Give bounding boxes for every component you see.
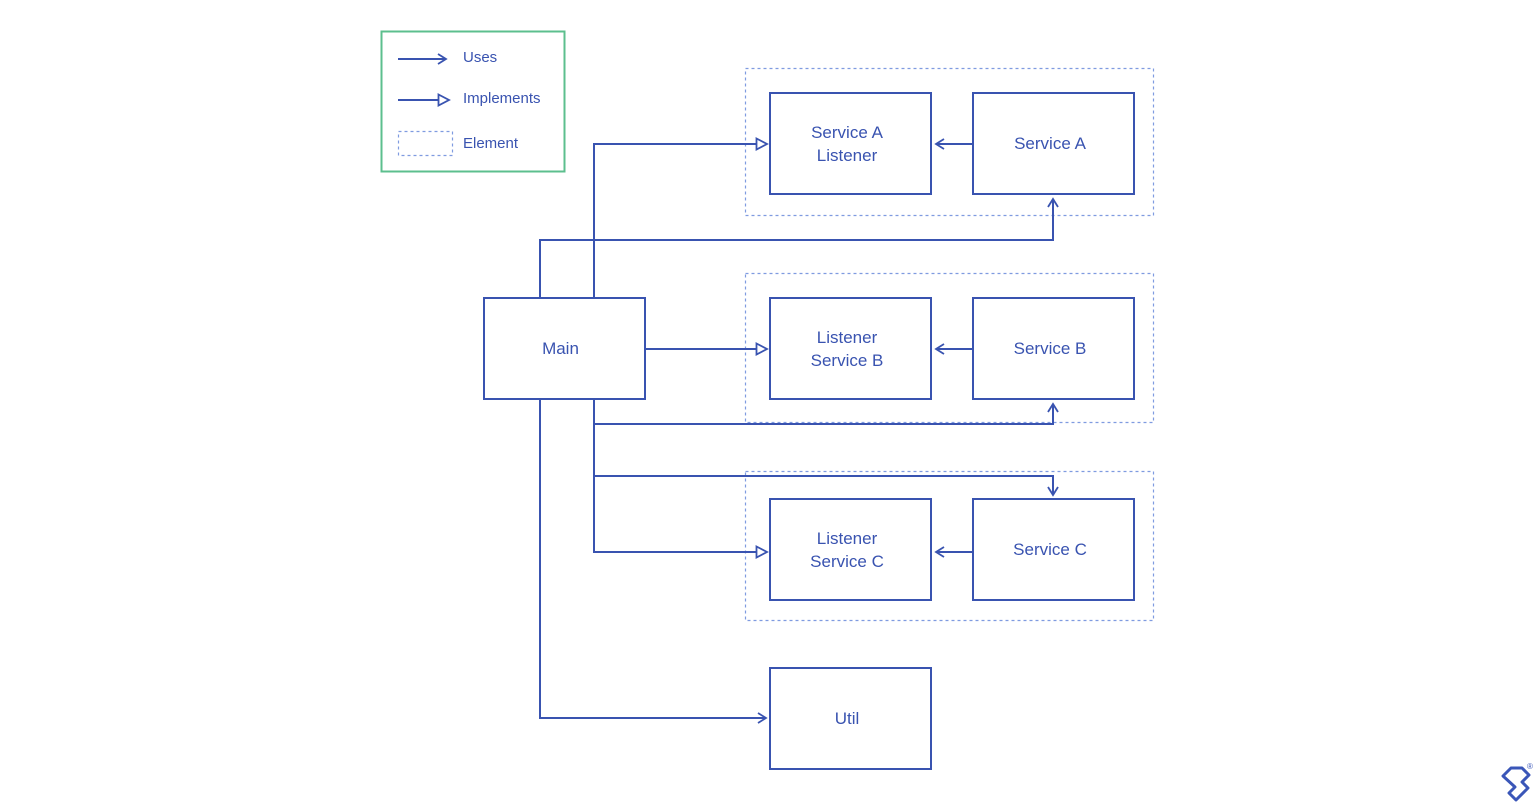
node-main-box: [483, 297, 646, 400]
node-main-label: Main: [542, 339, 579, 358]
node-service-b-label: Service B: [1013, 339, 1087, 358]
legend-element-swatch: [397, 130, 454, 157]
node-service-b-box: [972, 297, 1135, 400]
element-group-a: [744, 67, 1155, 217]
node-service-a-listener-label: Service A Listener: [811, 122, 883, 165]
node-util-box: [769, 667, 932, 770]
edge-main-uses-util: [539, 399, 768, 724]
node-service-c-label: Service C: [1013, 540, 1087, 559]
edge-main-uses-service-b: [593, 399, 1059, 425]
legend-uses-label: Uses: [463, 49, 498, 66]
logo-registered-mark: ®: [1527, 762, 1533, 771]
node-util-label: Util: [834, 709, 860, 728]
node-service-a-listener-box: [769, 92, 932, 195]
node-service-a-label: Service A: [1014, 134, 1086, 153]
edge-main-uses-service-a: [539, 197, 1059, 298]
edge-main-uses-service-c: [593, 424, 1059, 497]
element-group-c: [744, 470, 1155, 622]
legend-element-label: Element: [463, 135, 519, 152]
node-listener-service-b-box: [769, 297, 932, 400]
node-listener-service-b-label: Listener Service B: [810, 327, 884, 370]
node-service-c-box: [972, 498, 1135, 601]
legend-box: [380, 30, 566, 173]
legend-implements-label: Implements: [463, 90, 541, 107]
edge-main-implements-service-a-listener: [593, 137, 769, 298]
node-listener-service-c-label: Listener Service C: [810, 528, 884, 571]
toptal-logo-icon: [1501, 766, 1531, 802]
node-listener-service-c-box: [769, 498, 932, 601]
edge-main-implements-listener-service-c: [593, 476, 769, 559]
